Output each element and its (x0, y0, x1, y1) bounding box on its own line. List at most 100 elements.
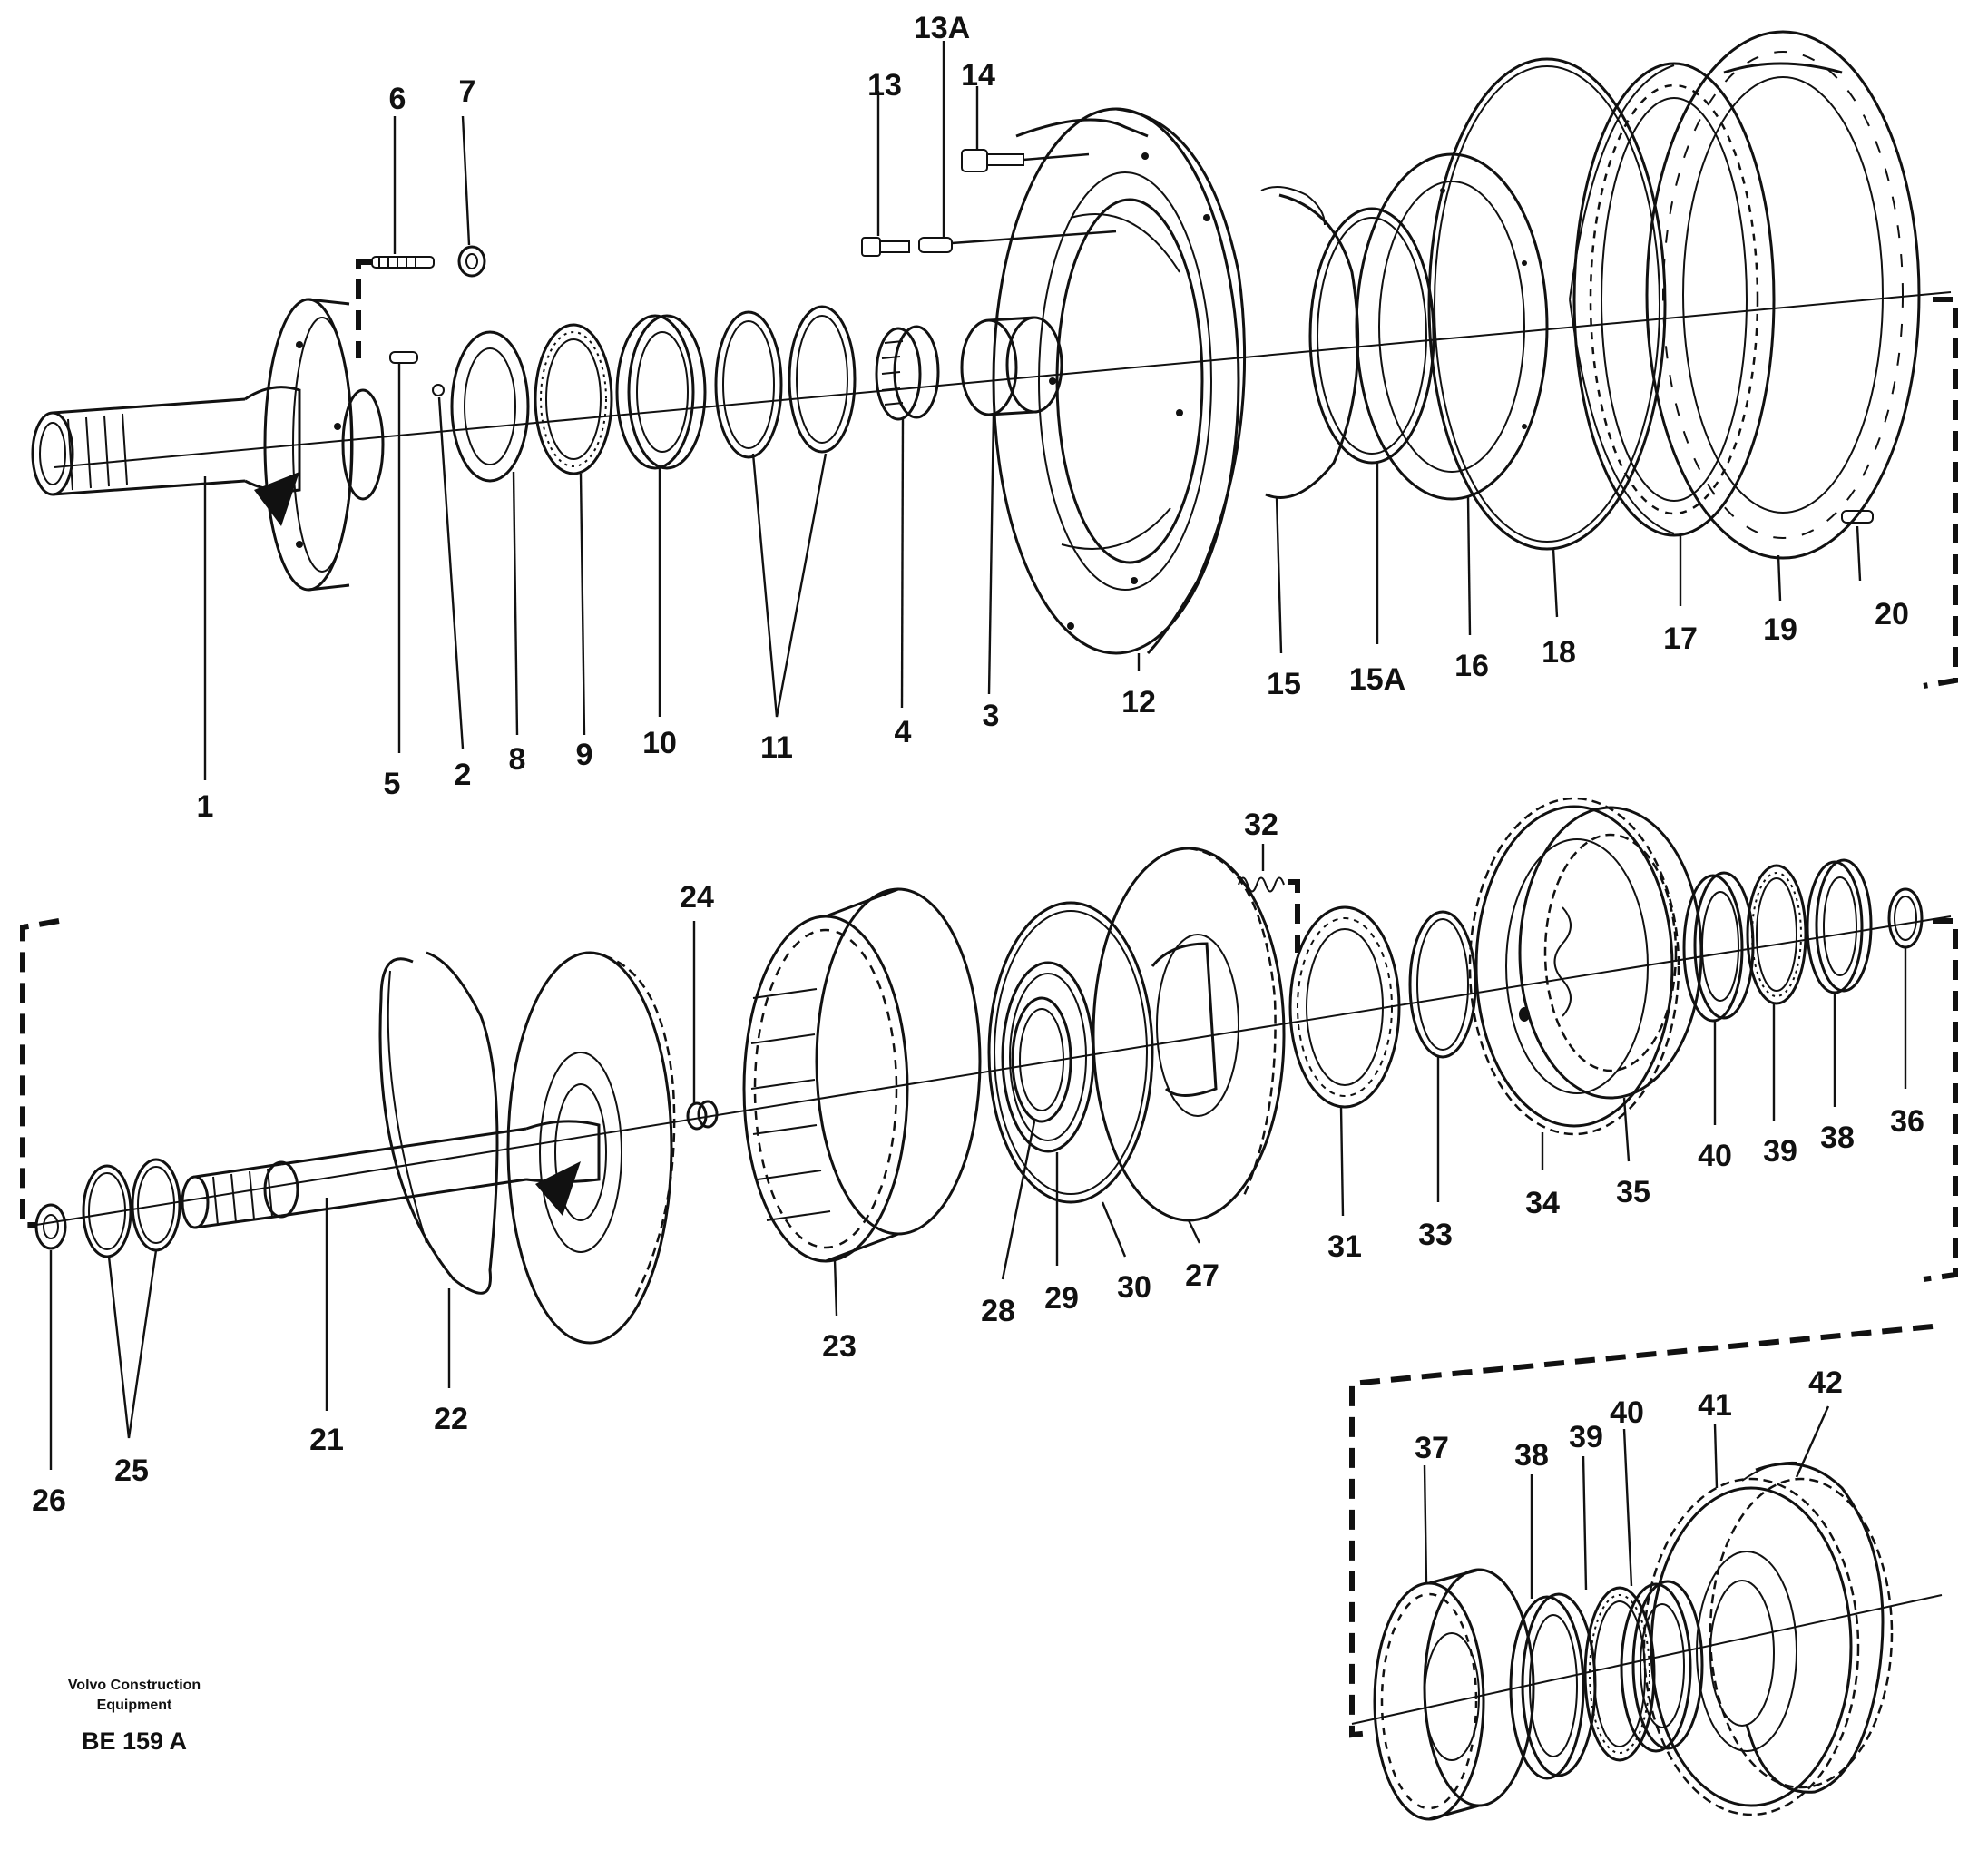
middle-assembly (20, 797, 1958, 1470)
part-32-spring (1238, 876, 1285, 893)
part-10-bearing-cup (615, 314, 707, 470)
caption-company: Volvo Construction (68, 1678, 201, 1693)
part-24-plug (686, 1100, 719, 1131)
callout-3: 3 (983, 699, 1000, 733)
callout-13: 13 (867, 68, 902, 103)
callout-30: 30 (1117, 1270, 1151, 1305)
top-axis-line (54, 291, 1952, 468)
part-22-hub-gear (506, 951, 676, 1345)
part-27-gear-disc (1092, 847, 1286, 1222)
part-38b-race (1509, 1592, 1597, 1780)
callout-39a: 39 (1763, 1134, 1797, 1169)
part-17-toothed-ring (1569, 62, 1776, 537)
bracket-6 (356, 259, 372, 358)
callout-35: 35 (1616, 1175, 1650, 1209)
callout-33: 33 (1418, 1218, 1453, 1252)
part-26-washer (34, 1203, 67, 1250)
callout-42: 42 (1808, 1365, 1843, 1400)
part-41-gear (1642, 1477, 1894, 1816)
part-3-bushing (960, 316, 1063, 416)
part-20-pin (1841, 510, 1874, 524)
callout-labels: 1 2 3 4 5 6 7 8 9 10 11 12 13 13A 14 15 … (32, 11, 1924, 1518)
callout-36: 36 (1890, 1104, 1924, 1139)
part-21-shaft (181, 1120, 601, 1229)
middle-leader-lines (49, 844, 1907, 1470)
callout-12: 12 (1121, 685, 1156, 719)
callout-21: 21 (309, 1423, 344, 1457)
part-9-ring (534, 323, 613, 475)
part-23-ring-gear (742, 887, 982, 1263)
callout-17: 17 (1663, 622, 1698, 656)
part-11-rings (714, 305, 857, 459)
callout-15a: 15A (1349, 662, 1405, 697)
callout-5: 5 (384, 767, 401, 801)
part-7-nut (457, 245, 486, 278)
part-25-rings (82, 1158, 181, 1258)
callout-40a: 40 (1698, 1139, 1732, 1173)
bracket-32 (1288, 879, 1300, 953)
part-22-snap-ring (378, 951, 499, 1295)
part-4-needle-bearing (875, 325, 940, 421)
part-38-race (1806, 858, 1873, 994)
part-18-large-ring (1427, 57, 1667, 551)
drawing-caption: Volvo Construction Equipment BE 159 A (68, 1678, 201, 1755)
callout-31: 31 (1327, 1229, 1362, 1264)
callout-19: 19 (1763, 612, 1797, 647)
callout-28: 28 (981, 1294, 1015, 1328)
callout-4: 4 (895, 715, 912, 749)
callout-39b: 39 (1569, 1420, 1603, 1454)
part-30-plate (987, 901, 1154, 1204)
part-2-ball (432, 384, 445, 396)
part-19-disc (1645, 30, 1921, 560)
part-36-ring (1887, 887, 1924, 949)
callout-2: 2 (455, 758, 472, 792)
part-31-bearing (1288, 905, 1401, 1109)
callout-1: 1 (197, 789, 214, 824)
part-12-housing (992, 107, 1247, 655)
part-6-stud (371, 256, 435, 269)
callout-8: 8 (509, 742, 526, 777)
callout-24: 24 (680, 880, 714, 915)
bottom-axis-line (1351, 1594, 1943, 1725)
callout-6: 6 (389, 82, 406, 116)
callout-37: 37 (1415, 1431, 1449, 1465)
part-8-ring (450, 330, 530, 483)
callout-15: 15 (1267, 667, 1301, 701)
callout-38a: 38 (1820, 1121, 1855, 1155)
callout-26: 26 (32, 1483, 66, 1518)
part-15a-ring (1308, 207, 1435, 465)
part-40b-race (1620, 1580, 1704, 1753)
part-42-snap-ring (1741, 1461, 1885, 1794)
top-leader-lines (203, 41, 1862, 780)
top-dashed-bracket (1923, 297, 1958, 689)
callout-22: 22 (434, 1402, 468, 1436)
caption-department: Equipment (97, 1698, 172, 1713)
caption-drawing-code: BE 159 A (82, 1728, 187, 1755)
part-13a-dowel (918, 237, 953, 253)
callout-11: 11 (760, 730, 793, 765)
callout-18: 18 (1542, 635, 1576, 670)
part-40-bearing (1682, 871, 1755, 1023)
callout-27: 27 (1185, 1258, 1219, 1293)
callout-23: 23 (822, 1329, 857, 1364)
callout-34: 34 (1525, 1186, 1560, 1220)
part-39-cage (1746, 864, 1807, 1005)
callout-41: 41 (1698, 1388, 1732, 1423)
bottom-dashed-bracket (1349, 1324, 1934, 1738)
callout-32: 32 (1244, 808, 1278, 842)
middle-axis-line (35, 915, 1952, 1226)
callout-40b: 40 (1610, 1395, 1644, 1430)
part-1-flange-shaft (31, 298, 385, 592)
top-assembly (31, 30, 1958, 780)
callout-10: 10 (642, 726, 677, 760)
callout-25: 25 (114, 1454, 149, 1488)
part-16-ring (1355, 152, 1549, 501)
part-5-pin (389, 351, 418, 364)
callout-9: 9 (576, 738, 593, 772)
callout-38b: 38 (1514, 1438, 1549, 1473)
callout-20: 20 (1875, 597, 1909, 631)
part-37-splined-hub (1373, 1568, 1535, 1821)
part-33-ring (1408, 910, 1477, 1059)
part-35-friction-disc (1518, 806, 1703, 1100)
